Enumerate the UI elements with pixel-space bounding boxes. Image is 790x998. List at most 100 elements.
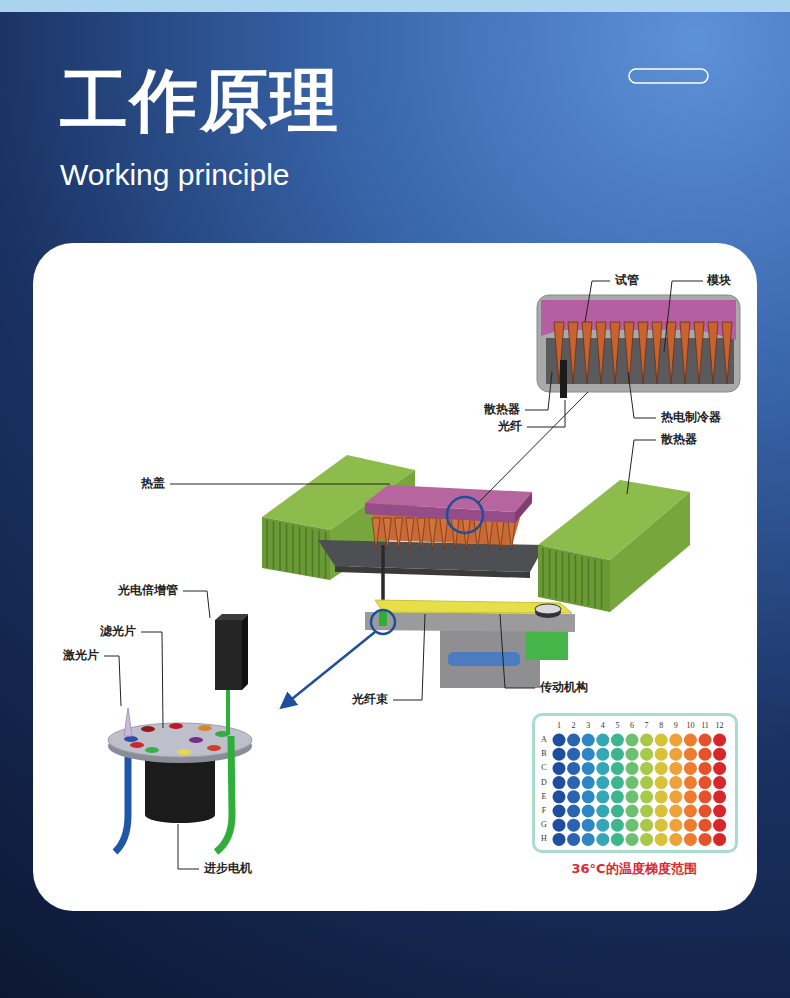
well-dot [611, 790, 624, 803]
leader-lines-part [393, 614, 425, 700]
radiator-fins-part [279, 523, 281, 571]
well-dot [669, 762, 682, 775]
well-dot [582, 762, 595, 775]
well-dot [596, 819, 609, 832]
well-dot [699, 734, 712, 747]
inset-tubes-part [638, 322, 648, 384]
row-letter: B [541, 750, 546, 758]
radiator-fins-part [318, 530, 320, 577]
well-dot [596, 762, 609, 775]
well-dot [640, 790, 653, 803]
filter-wheel-assembly-part [226, 690, 230, 735]
heat-block [365, 485, 532, 550]
right-radiator [538, 480, 690, 612]
column-number: 7 [645, 722, 649, 730]
leader-lines-part [183, 591, 210, 618]
well-dot [553, 833, 566, 846]
well-dot [655, 833, 668, 846]
leader-lines-part [585, 281, 610, 322]
radiator-fins-part [286, 524, 288, 572]
heat-block-part [515, 492, 532, 523]
filter-wheel-assembly-part [215, 620, 242, 690]
leader-lines-part [527, 400, 565, 427]
well-dot [582, 734, 595, 747]
filter-wheel-assembly [108, 614, 252, 852]
well-dot [669, 790, 682, 803]
well-dot [655, 819, 668, 832]
well-dot [684, 805, 697, 818]
well-dot [611, 819, 624, 832]
callout-circle [447, 497, 483, 533]
column-number: 1 [557, 722, 561, 730]
well-dot [655, 762, 668, 775]
well-dot [553, 762, 566, 775]
well-dot [699, 762, 712, 775]
drive-mechanism-part [440, 628, 540, 688]
inset-tubes-part [666, 322, 676, 384]
filter-dots-part [141, 726, 155, 732]
tubes-part [496, 518, 504, 550]
tubes-part [440, 518, 448, 550]
inset-tubes-part [652, 322, 662, 384]
inset-tubes-part [708, 322, 718, 384]
tubes-part [372, 518, 380, 550]
column-number: 12 [716, 722, 724, 730]
well-dot [626, 748, 639, 761]
well-dot [699, 805, 712, 818]
well-dot [611, 762, 624, 775]
well-dot [713, 805, 726, 818]
tubes-part [485, 518, 493, 550]
row-letter: A [541, 736, 547, 744]
well-dot [582, 748, 595, 761]
well-dot [626, 805, 639, 818]
tubes [372, 518, 516, 550]
well-dot [655, 748, 668, 761]
well-dot [669, 748, 682, 761]
well-dot [713, 762, 726, 775]
well-dot [713, 833, 726, 846]
well-dot [655, 790, 668, 803]
well-dot [567, 762, 580, 775]
well-dot [626, 734, 639, 747]
part-label: 模块 [707, 274, 731, 288]
well-dot [713, 748, 726, 761]
column-number: 2 [572, 722, 576, 730]
filter-dots-part [124, 736, 138, 742]
filter-wheel-assembly-part [115, 742, 128, 852]
well-dot [684, 833, 697, 846]
well-dot [699, 790, 712, 803]
filter-wheel-assembly-part [216, 736, 232, 852]
well-dot [640, 833, 653, 846]
column-number: 10 [686, 722, 694, 730]
filter-dots-part [198, 725, 212, 731]
page-title: 工作原理 [60, 62, 340, 140]
drive-mechanism-part [448, 652, 520, 666]
tubes-part [417, 518, 425, 550]
well-dot [567, 748, 580, 761]
part-label: 热电制冷器 [661, 411, 721, 425]
part-label: 试管 [615, 274, 639, 288]
filter-dots-part [169, 723, 183, 729]
column-number: 6 [630, 722, 634, 730]
inset-view [537, 295, 740, 398]
drive-mechanism-part [535, 604, 561, 614]
base-plate-part [335, 566, 530, 578]
tubes-part [395, 518, 403, 550]
well-dot [567, 776, 580, 789]
well-dot [640, 734, 653, 747]
well-dot [626, 790, 639, 803]
well-dot [640, 762, 653, 775]
filter-dots-part [189, 737, 203, 743]
inset-tubes-part [624, 322, 634, 384]
top-band [0, 0, 790, 12]
column-number: 5 [615, 722, 619, 730]
well-dot [626, 776, 639, 789]
tubes-part [406, 518, 414, 550]
radiator-fins-part [581, 556, 583, 604]
well-dot [655, 805, 668, 818]
well-dot [567, 819, 580, 832]
well-dot [553, 819, 566, 832]
filter-dots-part [177, 749, 191, 755]
well-dot [669, 833, 682, 846]
